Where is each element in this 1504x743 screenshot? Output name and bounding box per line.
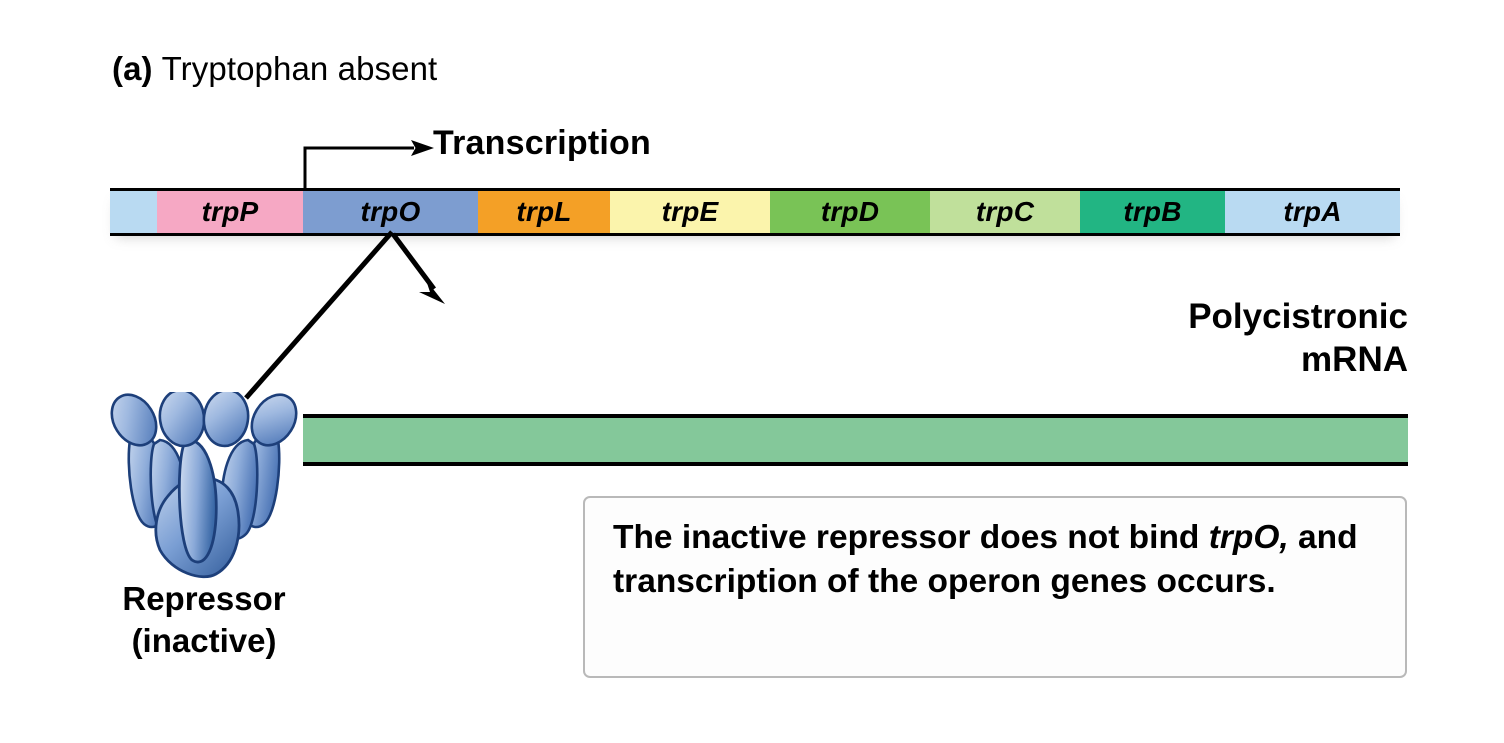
mrna-label-line1: Polycistronic — [1188, 297, 1408, 336]
mrna-label-line2: mRNA — [1301, 340, 1408, 380]
gene-segment-trpD: trpD — [770, 191, 930, 233]
gene-segment-label: trpL — [516, 196, 572, 227]
gene-segment-trpL: trpL — [478, 191, 610, 233]
polycistronic-mrna-label: Polycistronic mRNA — [1188, 295, 1408, 382]
repressor-caption: Repressor (inactive) — [78, 578, 330, 661]
transcription-arrow-icon — [303, 140, 434, 192]
callout-text-gene: trpO, — [1208, 519, 1289, 556]
gene-segment-label: trpO — [360, 196, 421, 227]
repressor-caption-line2: (inactive) — [131, 621, 277, 659]
gene-segment-label: trpB — [1123, 196, 1182, 227]
page-title: Tryptophan absent — [161, 50, 438, 87]
gene-segment-label: trpE — [661, 196, 719, 227]
panel-title: (a)Tryptophan absent — [112, 50, 437, 88]
gene-segment-label: trpA — [1283, 196, 1342, 227]
gene-segment-trpB: trpB — [1080, 191, 1225, 233]
gene-segment-trpE: trpE — [610, 191, 770, 233]
mrna-transcript-bar — [303, 414, 1408, 466]
explanation-callout-box: The inactive repressor does not bind trp… — [583, 496, 1407, 678]
repressor-caption-line1: Repressor — [122, 580, 286, 617]
gene-bar: trpP trpO trpL trpE trpD trpC trpB trpA — [110, 188, 1400, 236]
gene-segment-trpC: trpC — [930, 191, 1080, 233]
callout-text: The inactive repressor does not bind trp… — [613, 516, 1389, 604]
repressor-to-operator-arrow-icon — [244, 230, 445, 400]
gene-segment-leader — [110, 191, 157, 233]
repressor-protein-icon — [110, 392, 298, 579]
gene-segment-trpA: trpA — [1225, 191, 1400, 233]
transcription-label: Transcription — [433, 124, 651, 162]
gene-segment-trpO: trpO — [303, 191, 478, 233]
callout-text-part1: The inactive repressor does not bind — [613, 519, 1209, 556]
gene-segment-label: trpC — [975, 196, 1035, 227]
callout-text-part2: and transcription of the operon genes oc… — [613, 519, 1358, 601]
gene-segment-trpP: trpP — [157, 191, 303, 233]
panel-letter: (a) — [112, 50, 153, 87]
gene-segment-label: trpD — [820, 196, 880, 227]
gene-segment-label: trpP — [201, 196, 259, 227]
